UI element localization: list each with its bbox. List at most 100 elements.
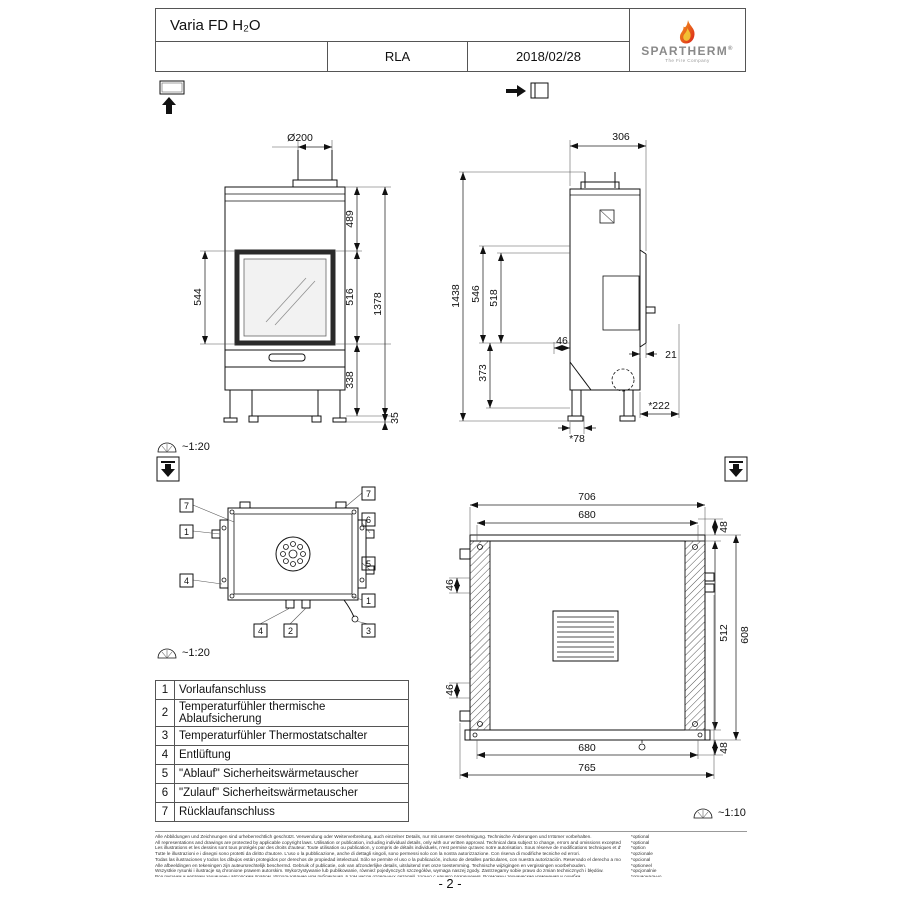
legend-num: 6 xyxy=(155,783,175,803)
dim-offset-small: 46 xyxy=(556,335,568,347)
side-body xyxy=(567,172,656,422)
front-view-drawing: Ø200 489 516 338 1378 35 544 xyxy=(192,132,401,430)
dim-flue-diameter: Ø200 xyxy=(287,132,313,144)
side-view-projection-icon xyxy=(506,82,549,99)
footnote-line: Alle Abbildungen und Zeichnungen sind ur… xyxy=(155,834,592,839)
footnote-line: Les illustrations et les dessins sont to… xyxy=(155,845,621,851)
dim-outer-depth: 608 xyxy=(739,626,751,644)
dim-glass-width: 544 xyxy=(192,288,204,306)
legend-num: 3 xyxy=(155,726,175,746)
dim-upper-height: 489 xyxy=(344,210,356,228)
legend-num: 4 xyxy=(155,745,175,765)
rear-callouts: 7 1 4 7 6 5 1 4 2 3 xyxy=(179,486,376,638)
footnote-line: Tutte le illustrazioni e i disegni sono … xyxy=(155,851,581,857)
dim-glass-height: 516 xyxy=(344,288,356,306)
side-dimensions: 306 1438 546 518 373 46 21 *78 *222 xyxy=(450,131,680,445)
callout-box-1-left xyxy=(179,524,194,539)
dim-door-height: 518 xyxy=(488,289,500,307)
door-handle xyxy=(268,353,306,362)
footnote-line: Todas las ilustraciones y todos los dibu… xyxy=(155,856,621,862)
dim-total-height: 1378 xyxy=(372,292,384,316)
callout-5: 5 xyxy=(366,559,371,569)
registered-mark: ® xyxy=(728,46,734,52)
legend-num: 7 xyxy=(155,802,175,822)
legend-row: 5"Ablauf" Sicherheitswärmetauscher xyxy=(155,764,409,784)
dim-side-offset-a: 46 xyxy=(444,579,456,591)
flame-icon xyxy=(679,20,695,44)
dim-base-height: 338 xyxy=(344,371,356,389)
callout-box-4-bottom xyxy=(253,623,268,638)
brand-logo: SPARTHERM® The Fire Company xyxy=(630,9,745,71)
optional-note: *optioneel xyxy=(631,862,652,868)
scale-note-top: ~1:10 xyxy=(692,806,746,819)
legend-label: Temperaturfühler thermische Ablaufsicher… xyxy=(174,699,409,727)
fan-circle xyxy=(611,368,635,392)
dim-total-width: 765 xyxy=(578,762,596,774)
disclaimer-text: Alle Abbildungen und Zeichnungen sind ur… xyxy=(155,834,621,877)
front-panel xyxy=(464,729,711,741)
right-wall-hatch xyxy=(684,540,706,731)
brand-text: SPARTHERM xyxy=(641,44,729,58)
top-view-drawing: 706 680 48 46 46 512 608 680 765 4 xyxy=(444,491,751,779)
dim-side-offset-b: 46 xyxy=(444,684,456,696)
scale-text: ~1:20 xyxy=(182,647,210,659)
top-body xyxy=(459,534,715,751)
variant-label: RLA xyxy=(328,42,468,71)
callout-box-7-left xyxy=(179,498,194,513)
callout-1r: 1 xyxy=(366,596,371,606)
dim-side-total-height: 1438 xyxy=(450,284,462,308)
optional-note: *opcional xyxy=(631,856,651,862)
dim-door-gap: 21 xyxy=(665,349,677,361)
door-glass xyxy=(243,258,327,337)
footnote-line: Alle afbeeldingen en tekeningen zijn aut… xyxy=(155,862,587,868)
dim-front-offset: 48 xyxy=(718,742,730,754)
optional-note: *opcjonalnie xyxy=(631,868,657,874)
callout-box-7-right xyxy=(361,486,376,501)
vent-grille xyxy=(552,610,619,662)
legend-num: 2 xyxy=(155,699,175,727)
legend-label: Entlüftung xyxy=(174,745,409,765)
footnote-line: All representations and drawings are pro… xyxy=(155,839,621,845)
legend-num: 5 xyxy=(155,764,175,784)
callout-1: 1 xyxy=(184,527,189,537)
brand-name: SPARTHERM® xyxy=(641,45,734,57)
scale-text: ~1:20 xyxy=(182,441,210,453)
flue-pipe xyxy=(292,150,338,188)
dim-foot-depth: *78 xyxy=(569,433,585,445)
side-view-drawing: 306 1438 546 518 373 46 21 *78 *222 xyxy=(450,131,680,445)
scale-icon xyxy=(693,808,713,819)
handle-knob xyxy=(645,306,656,314)
callout-box-5 xyxy=(361,556,376,571)
callout-box-2 xyxy=(283,623,298,638)
scale-note-front: ~1:20 xyxy=(156,440,210,453)
legend-num: 1 xyxy=(155,680,175,700)
footnote-line: Wszystkie rysunki i ilustracje są chroni… xyxy=(155,868,604,874)
scale-icon xyxy=(157,648,177,659)
optional-note: *optional xyxy=(631,834,650,839)
dim-inner-width: 680 xyxy=(578,509,596,521)
front-body xyxy=(223,186,347,423)
dim-lower-height: 373 xyxy=(477,364,489,382)
legend-label: Vorlaufanschluss xyxy=(174,680,409,700)
callout-box-6 xyxy=(361,512,376,527)
legend-label: "Zulauf" Sicherheitswärmetauscher xyxy=(174,783,409,803)
callout-4b: 4 xyxy=(258,626,263,636)
scale-note-rear: ~1:20 xyxy=(156,646,210,659)
product-title: Varia FD H₂O xyxy=(156,9,629,42)
dim-firebox-height: 546 xyxy=(470,285,482,303)
fan-plate xyxy=(275,536,311,572)
optional-note: *optional xyxy=(631,839,650,845)
scale-icon xyxy=(157,442,177,453)
title-block-row2: RLA 2018/02/28 xyxy=(156,42,629,71)
callout-3: 3 xyxy=(366,626,371,636)
dim-base-depth: *222 xyxy=(648,400,670,412)
page-number: - 2 - xyxy=(438,876,462,891)
door-frame xyxy=(234,249,336,346)
callout-7: 7 xyxy=(184,501,189,511)
callout-6: 6 xyxy=(366,515,371,525)
